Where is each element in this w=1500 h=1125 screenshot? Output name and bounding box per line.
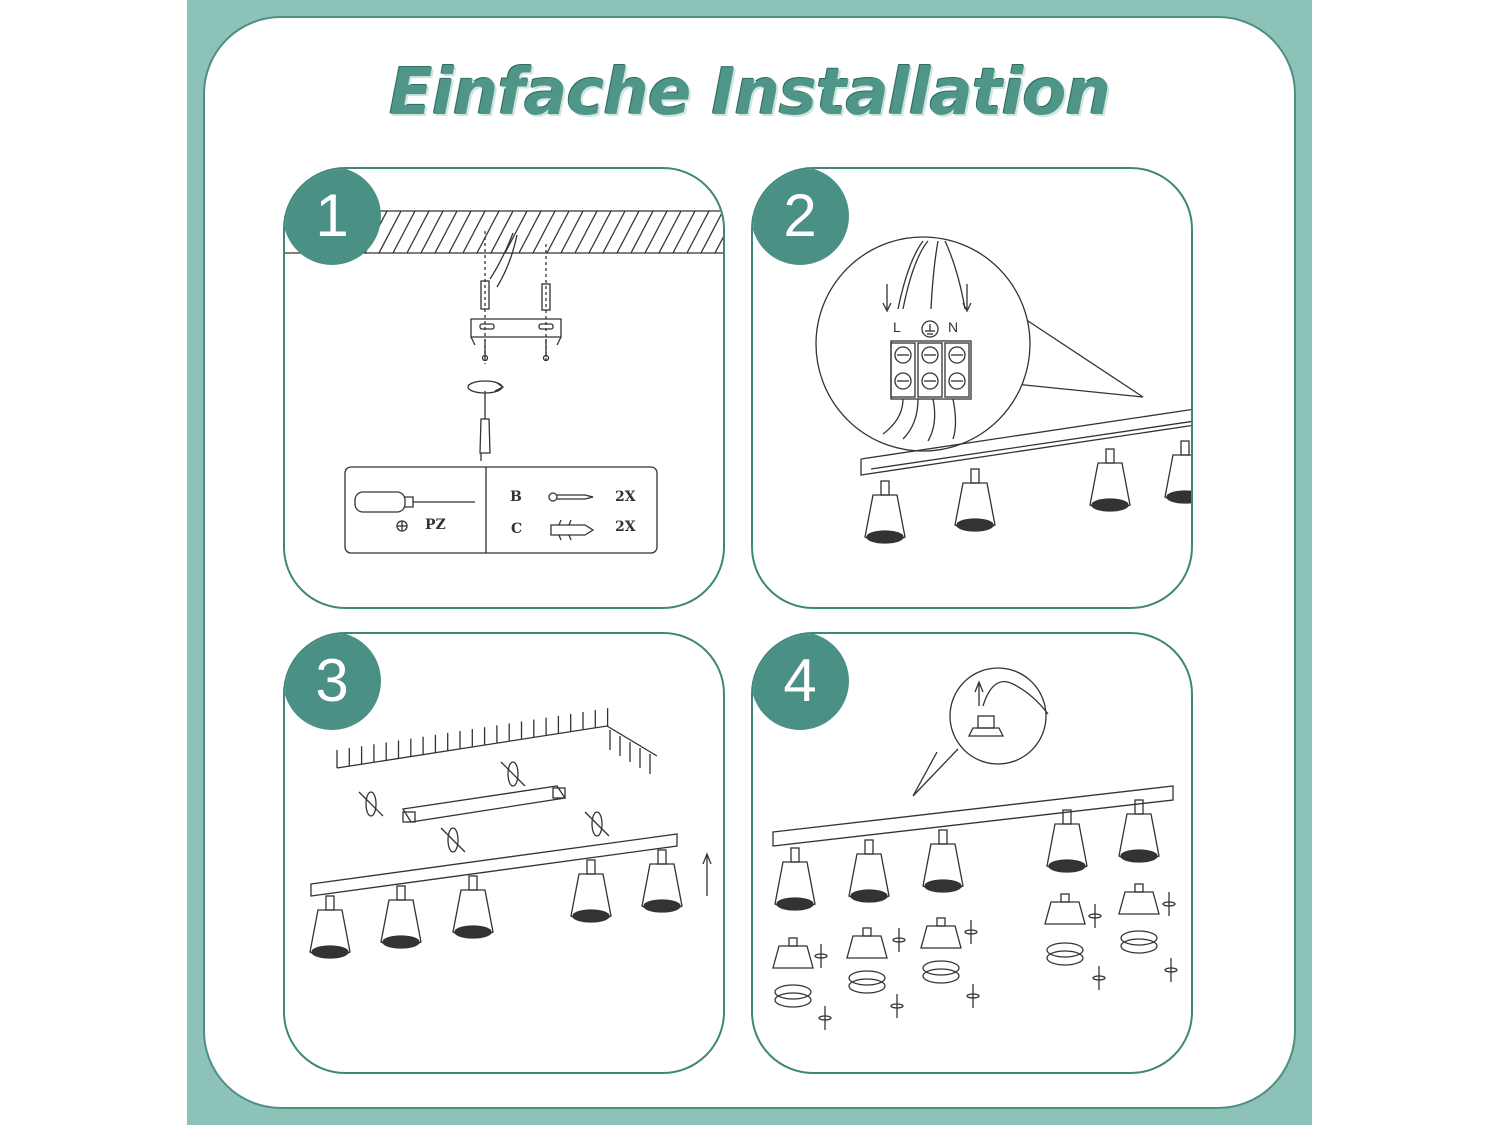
tool-label: PZ <box>425 517 446 533</box>
step-4-badge: 4 <box>753 634 849 730</box>
step-3-badge: 3 <box>285 634 381 730</box>
step-2-panel: 2 L N <box>751 167 1193 609</box>
terminal-l-label: L <box>893 319 901 335</box>
screw-icon <box>548 492 594 502</box>
page-title: Einfache Installation <box>389 56 1111 130</box>
step-1-badge: 1 <box>285 169 381 265</box>
step-4-panel: 4 <box>751 632 1193 1074</box>
step-1-illustration <box>285 210 723 554</box>
wall-plug-icon <box>550 519 595 541</box>
terminal-n-label: N <box>948 319 959 335</box>
step-4-illustration <box>772 667 1178 1030</box>
step-3-illustration <box>309 708 712 959</box>
step-2-illustration <box>815 236 1191 544</box>
part-c-letter: C <box>511 521 523 537</box>
step-3-panel: 3 <box>283 632 725 1074</box>
step-2-badge: 2 <box>753 169 849 265</box>
step-1-panel: 1 PZ B 2X C 2X <box>283 167 725 609</box>
part-b-qty: 2X <box>615 489 636 505</box>
part-c-qty: 2X <box>615 519 636 535</box>
part-b-letter: B <box>510 489 522 505</box>
